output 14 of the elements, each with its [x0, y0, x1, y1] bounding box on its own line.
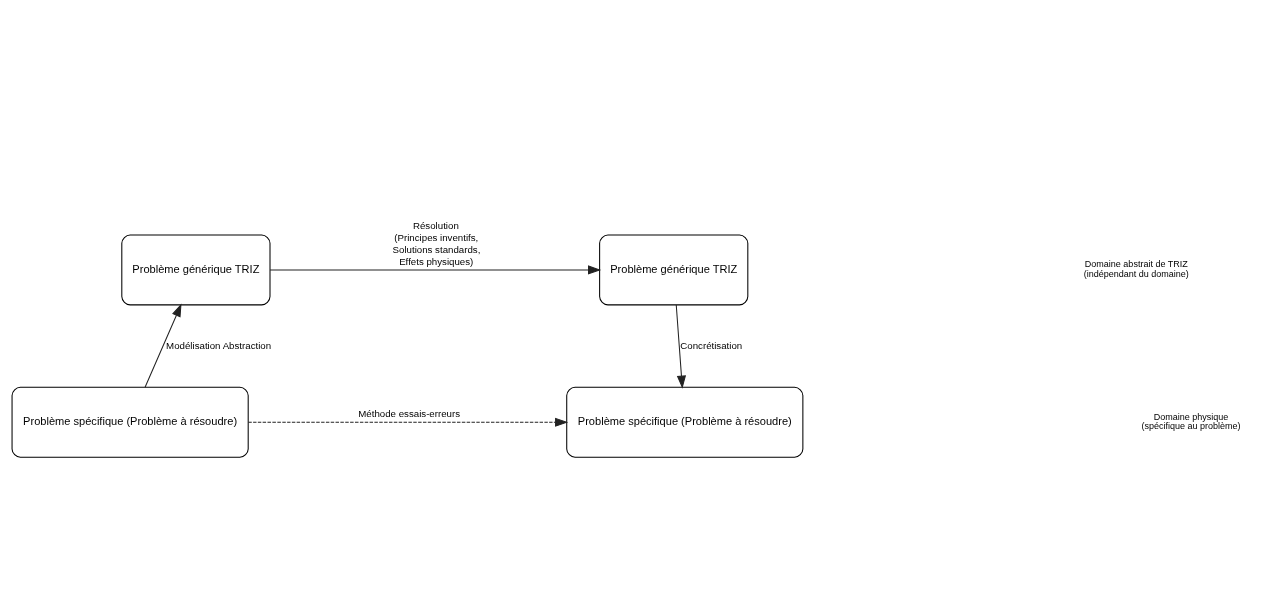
- arrow: [269, 264, 602, 275]
- label: Domaine abstrait de TRIZ (indépendant du domaine): [1083, 258, 1189, 279]
- label: Domaine physique (spécifique au problème): [1141, 411, 1241, 431]
- node-box: Problème générique TRIZ: [121, 233, 271, 305]
- edge-label: Modélisation Abstraction: [166, 339, 272, 351]
- arrow: [144, 303, 182, 388]
- arrow: [247, 417, 569, 427]
- edge-label: Méthode essais-erreurs: [358, 407, 461, 419]
- node-box: Problème générique TRIZ: [599, 233, 749, 305]
- node-box: Problème spécifique (Problème à résoudre): [11, 386, 249, 458]
- node-box: Problème spécifique (Problème à résoudre): [566, 386, 804, 458]
- arrow: [675, 304, 687, 389]
- edge-label: Résolution (Principes inventifs, Solutions standards, Effets physiques): [392, 219, 481, 267]
- edge-label: Concrétisation: [680, 339, 743, 351]
